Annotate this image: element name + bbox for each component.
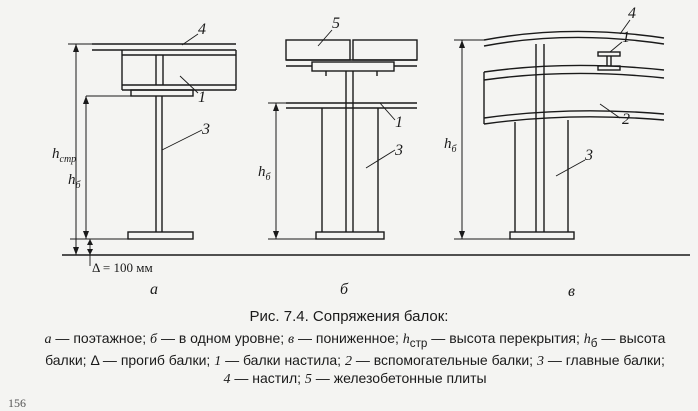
label-4-c: 4 bbox=[628, 5, 636, 22]
label-1-a: 1 bbox=[198, 89, 206, 106]
h-str-label: hстр bbox=[52, 146, 76, 165]
panel-a-drawing bbox=[62, 33, 690, 266]
panel-c-label: в bbox=[568, 283, 575, 300]
label-2-c: 2 bbox=[622, 111, 630, 128]
label-1-c: 1 bbox=[622, 29, 630, 46]
page-number: 156 bbox=[8, 396, 26, 410]
panel-c-drawing bbox=[454, 19, 665, 240]
panel-b-label: б bbox=[340, 281, 349, 298]
label-4-a: 4 bbox=[198, 21, 206, 38]
label-3-b: 3 bbox=[394, 142, 403, 159]
h-b-label-a: hб bbox=[68, 172, 82, 191]
delta-label: Δ = 100 мм bbox=[92, 260, 153, 275]
figure-caption: Рис. 7.4. Сопряжения балок: bbox=[249, 308, 449, 325]
beam-connections-figure: 4 1 3 5 1 3 4 1 2 3 hстр hб hб hб Δ = 10… bbox=[52, 5, 690, 300]
label-3-c: 3 bbox=[584, 147, 593, 164]
h-b-label-c: hб bbox=[444, 136, 458, 155]
figure-legend: а — поэтажное; б — в одном уровне; в — п… bbox=[44, 330, 666, 387]
label-3-a: 3 bbox=[201, 121, 210, 138]
label-5-b: 5 bbox=[332, 15, 340, 32]
panel-b-drawing bbox=[268, 29, 418, 240]
panel-a-label: а bbox=[150, 281, 158, 298]
h-b-label-b: hб bbox=[258, 164, 272, 183]
label-1-b: 1 bbox=[395, 114, 403, 131]
